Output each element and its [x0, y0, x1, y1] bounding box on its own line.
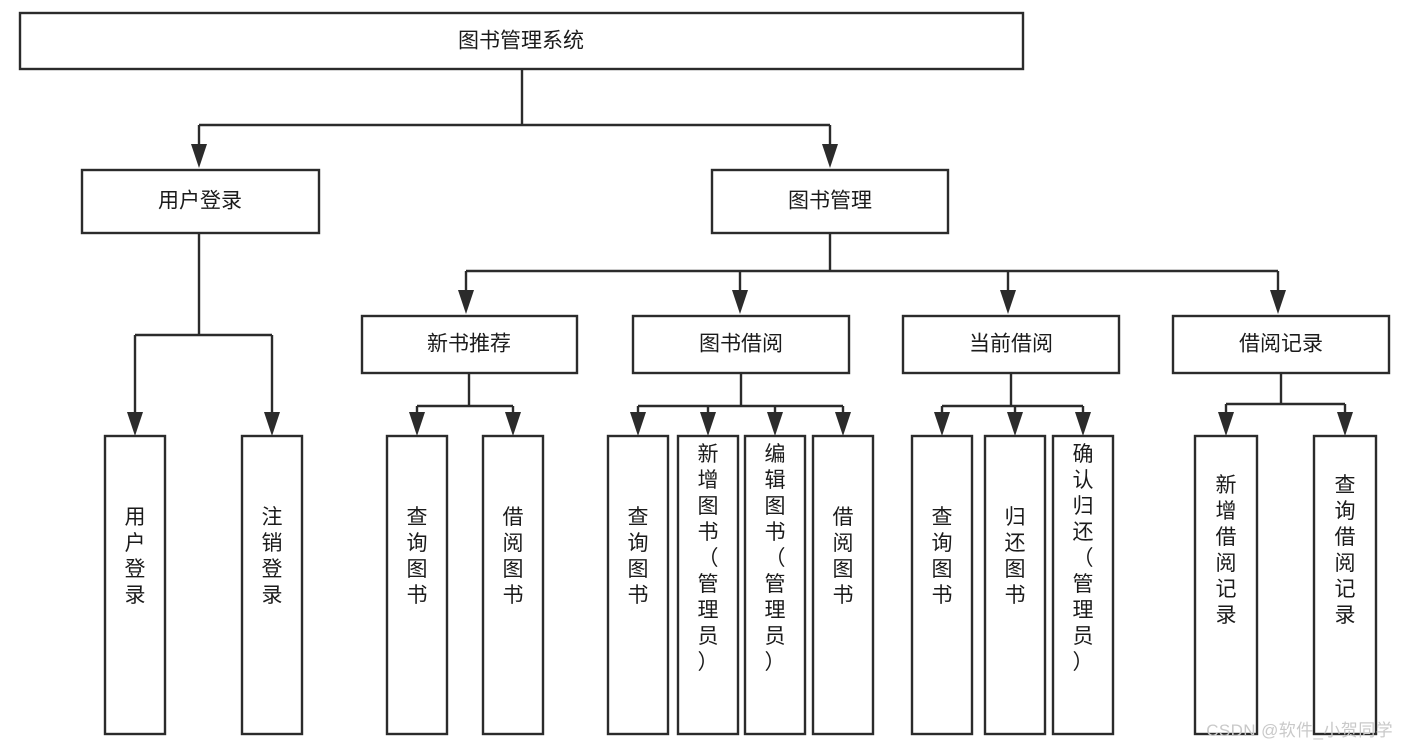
node-root-label: 图书管理系统	[458, 30, 584, 53]
arrow-head-bb-leaf3	[767, 412, 783, 436]
leaf-node-logout[interactable]: 注销登录	[240, 434, 304, 736]
node-user-login-box[interactable]	[80, 168, 321, 235]
connectors-book-mgmt-children	[458, 233, 1286, 314]
leaf-node-query-borrow-record[interactable]: 查询借阅记录	[1312, 434, 1378, 736]
connectors-user-login-children	[127, 233, 280, 436]
leaf-node-add-borrow-record-label: 新增借阅记录	[1216, 474, 1237, 627]
leaf-node-add-book-admin-label: 新增图书（管理员）	[698, 443, 719, 674]
arrow-head-nbr-leaf2	[505, 412, 521, 436]
arrow-head-cb-leaf3	[1075, 412, 1091, 436]
node-user-login[interactable]: 用户登录	[80, 168, 321, 235]
node-current-borrow[interactable]: 当前借阅	[901, 314, 1121, 375]
node-borrow-record-box[interactable]	[1171, 314, 1391, 375]
node-book-borrow-box[interactable]	[631, 314, 851, 375]
connectors-book-borrow-children	[630, 373, 851, 436]
leaf-node-logout-box[interactable]	[240, 434, 304, 736]
csdn-watermark: CSDN @软件_小贺同学	[1206, 721, 1393, 740]
leaf-node-query-book-2-label: 查询图书	[628, 506, 649, 607]
arrow-head-bb-leaf2	[700, 412, 716, 436]
leaf-node-query-book-1-label: 查询图书	[407, 506, 428, 607]
arrow-head-new-book-rec	[458, 290, 474, 314]
arrow-head-nbr-leaf1	[409, 412, 425, 436]
node-current-borrow-label: 当前借阅	[969, 333, 1053, 356]
leaf-node-confirm-return-admin-label: 确认归还（管理员）	[1073, 443, 1094, 674]
leaf-node-add-borrow-record[interactable]: 新增借阅记录	[1193, 434, 1259, 736]
connectors-root-to-level1	[191, 69, 838, 168]
leaf-node-query-book-2[interactable]: 查询图书	[606, 434, 670, 736]
node-current-borrow-box[interactable]	[901, 314, 1121, 375]
leaf-node-return-book[interactable]: 归还图书	[983, 434, 1047, 736]
leaf-node-edit-book-admin[interactable]: 编辑图书（管理员）	[743, 434, 807, 736]
leaf-node-borrow-book-1[interactable]: 借阅图书	[481, 434, 545, 736]
leaf-node-query-borrow-record-label: 查询借阅记录	[1335, 474, 1356, 627]
leaf-node-borrow-book-2[interactable]: 借阅图书	[811, 434, 875, 736]
arrow-head-bb-leaf4	[835, 412, 851, 436]
node-book-borrow[interactable]: 图书借阅	[631, 314, 851, 375]
node-book-management[interactable]: 图书管理	[710, 168, 950, 235]
node-borrow-record[interactable]: 借阅记录	[1171, 314, 1391, 375]
arrow-head-br-leaf1	[1218, 412, 1234, 436]
leaf-node-query-book-1-box[interactable]	[385, 434, 449, 736]
leaf-node-add-borrow-record-box[interactable]	[1193, 434, 1259, 736]
leaf-node-add-book-admin[interactable]: 新增图书（管理员）	[676, 434, 740, 736]
node-new-book-recommend-box[interactable]	[360, 314, 579, 375]
leaf-node-logout-label: 注销登录	[262, 506, 283, 607]
leaf-node-borrow-book-2-label: 借阅图书	[833, 506, 854, 607]
leaf-node-user-login[interactable]: 用户登录	[103, 434, 167, 736]
leaf-node-confirm-return-admin-box[interactable]	[1051, 434, 1115, 736]
node-book-management-box[interactable]	[710, 168, 950, 235]
leaf-node-add-book-admin-box[interactable]	[676, 434, 740, 736]
leaf-node-borrow-book-1-label: 借阅图书	[503, 506, 524, 607]
leaf-node-borrow-book-2-box[interactable]	[811, 434, 875, 736]
connectors-borrow-record-children	[1218, 373, 1353, 436]
leaf-node-query-borrow-record-box[interactable]	[1312, 434, 1378, 736]
arrow-head-user-login	[191, 144, 207, 168]
arrow-head-bb-leaf1	[630, 412, 646, 436]
leaf-node-edit-book-admin-label: 编辑图书（管理员）	[765, 443, 786, 674]
leaf-node-query-book-3-label: 查询图书	[932, 506, 953, 607]
arrow-head-current-borrow	[1000, 290, 1016, 314]
leaf-node-query-book-3[interactable]: 查询图书	[910, 434, 974, 736]
node-root-system[interactable]: 图书管理系统	[18, 11, 1025, 71]
node-root-box[interactable]	[18, 11, 1025, 71]
arrow-head-book-mgmt	[822, 144, 838, 168]
leaf-node-query-book-2-box[interactable]	[606, 434, 670, 736]
leaf-node-user-login-box[interactable]	[103, 434, 167, 736]
node-user-login-label: 用户登录	[158, 190, 242, 213]
connectors-new-book-rec-children	[409, 373, 521, 436]
arrow-head-leaf-user-login	[127, 412, 143, 436]
leaf-node-query-book-1[interactable]: 查询图书	[385, 434, 449, 736]
leaf-node-confirm-return-admin[interactable]: 确认归还（管理员）	[1051, 434, 1115, 736]
node-borrow-record-label: 借阅记录	[1239, 333, 1323, 356]
node-new-book-recommend[interactable]: 新书推荐	[360, 314, 579, 375]
arrow-head-cb-leaf1	[934, 412, 950, 436]
arrow-head-cb-leaf2	[1007, 412, 1023, 436]
leaf-node-return-book-label: 归还图书	[1005, 506, 1026, 607]
connectors-current-borrow-children	[934, 373, 1091, 436]
arrow-head-book-borrow	[732, 290, 748, 314]
arrow-head-borrow-record	[1270, 290, 1286, 314]
node-new-book-recommend-label: 新书推荐	[427, 333, 511, 356]
node-book-management-label: 图书管理	[788, 190, 872, 213]
leaf-node-user-login-label: 用户登录	[125, 506, 146, 607]
arrow-head-leaf-logout	[264, 412, 280, 436]
leaf-node-edit-book-admin-box[interactable]	[743, 434, 807, 736]
node-book-borrow-label: 图书借阅	[699, 333, 783, 356]
arrow-head-br-leaf2	[1337, 412, 1353, 436]
leaf-node-query-book-3-box[interactable]	[910, 434, 974, 736]
leaf-node-return-book-box[interactable]	[983, 434, 1047, 736]
leaf-node-borrow-book-1-box[interactable]	[481, 434, 545, 736]
